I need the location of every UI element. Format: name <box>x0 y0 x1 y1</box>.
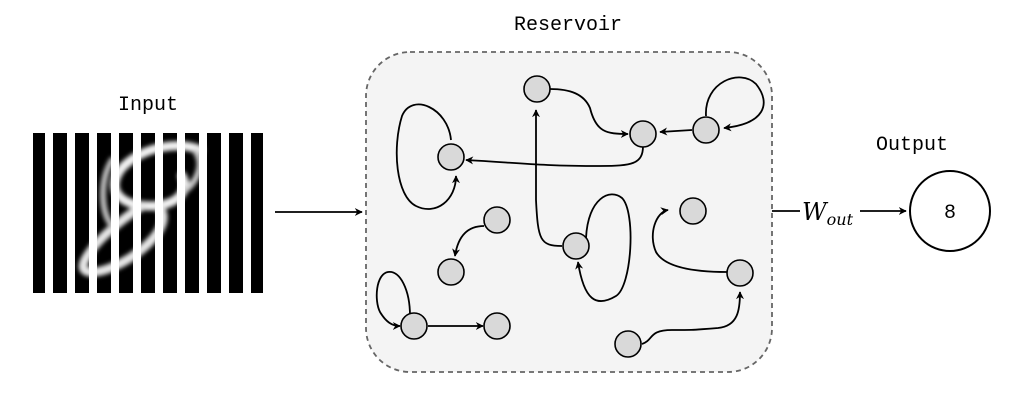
node-right <box>692 116 720 144</box>
edge-small-to-lower-left <box>452 225 485 257</box>
self-loop-bottom-left-node <box>375 271 411 330</box>
node-hub <box>629 120 657 148</box>
edge-mid-to-top <box>532 109 563 247</box>
reservoir-title: Reservoir <box>514 14 622 37</box>
edge-right-to-hub <box>659 127 693 136</box>
node-small-right <box>679 197 707 225</box>
weight-symbol: W <box>802 198 829 226</box>
output-value: 8 <box>944 202 956 225</box>
readout-weight-label: Wout <box>802 198 854 229</box>
node-small-center <box>483 206 511 234</box>
handwritten-digit-eight-barcode-icon <box>33 133 263 293</box>
self-loop-right-node <box>705 76 765 132</box>
node-mid <box>562 232 590 260</box>
weight-subscript: out <box>827 210 854 229</box>
node-bottom-left <box>400 312 428 340</box>
edge-bottom-to-lower-right <box>641 291 744 345</box>
node-bottom <box>614 330 642 358</box>
reservoir-nodes <box>400 75 754 358</box>
self-loop-mid-node <box>575 193 632 302</box>
node-lower-left <box>437 258 465 286</box>
reservoir-edges <box>375 76 765 345</box>
node-lower-right <box>726 259 754 287</box>
node-left <box>437 143 465 171</box>
node-bottom-mid <box>483 312 511 340</box>
edge-hub-to-left-node <box>465 145 644 167</box>
self-loop-left-node <box>395 103 460 210</box>
edge-lower-right-to-small-right <box>651 207 728 273</box>
output-title: Output <box>876 134 948 157</box>
edge-top-to-hub <box>549 88 629 138</box>
input-title: Input <box>118 94 178 117</box>
node-top <box>523 75 551 103</box>
output-node <box>909 170 991 252</box>
